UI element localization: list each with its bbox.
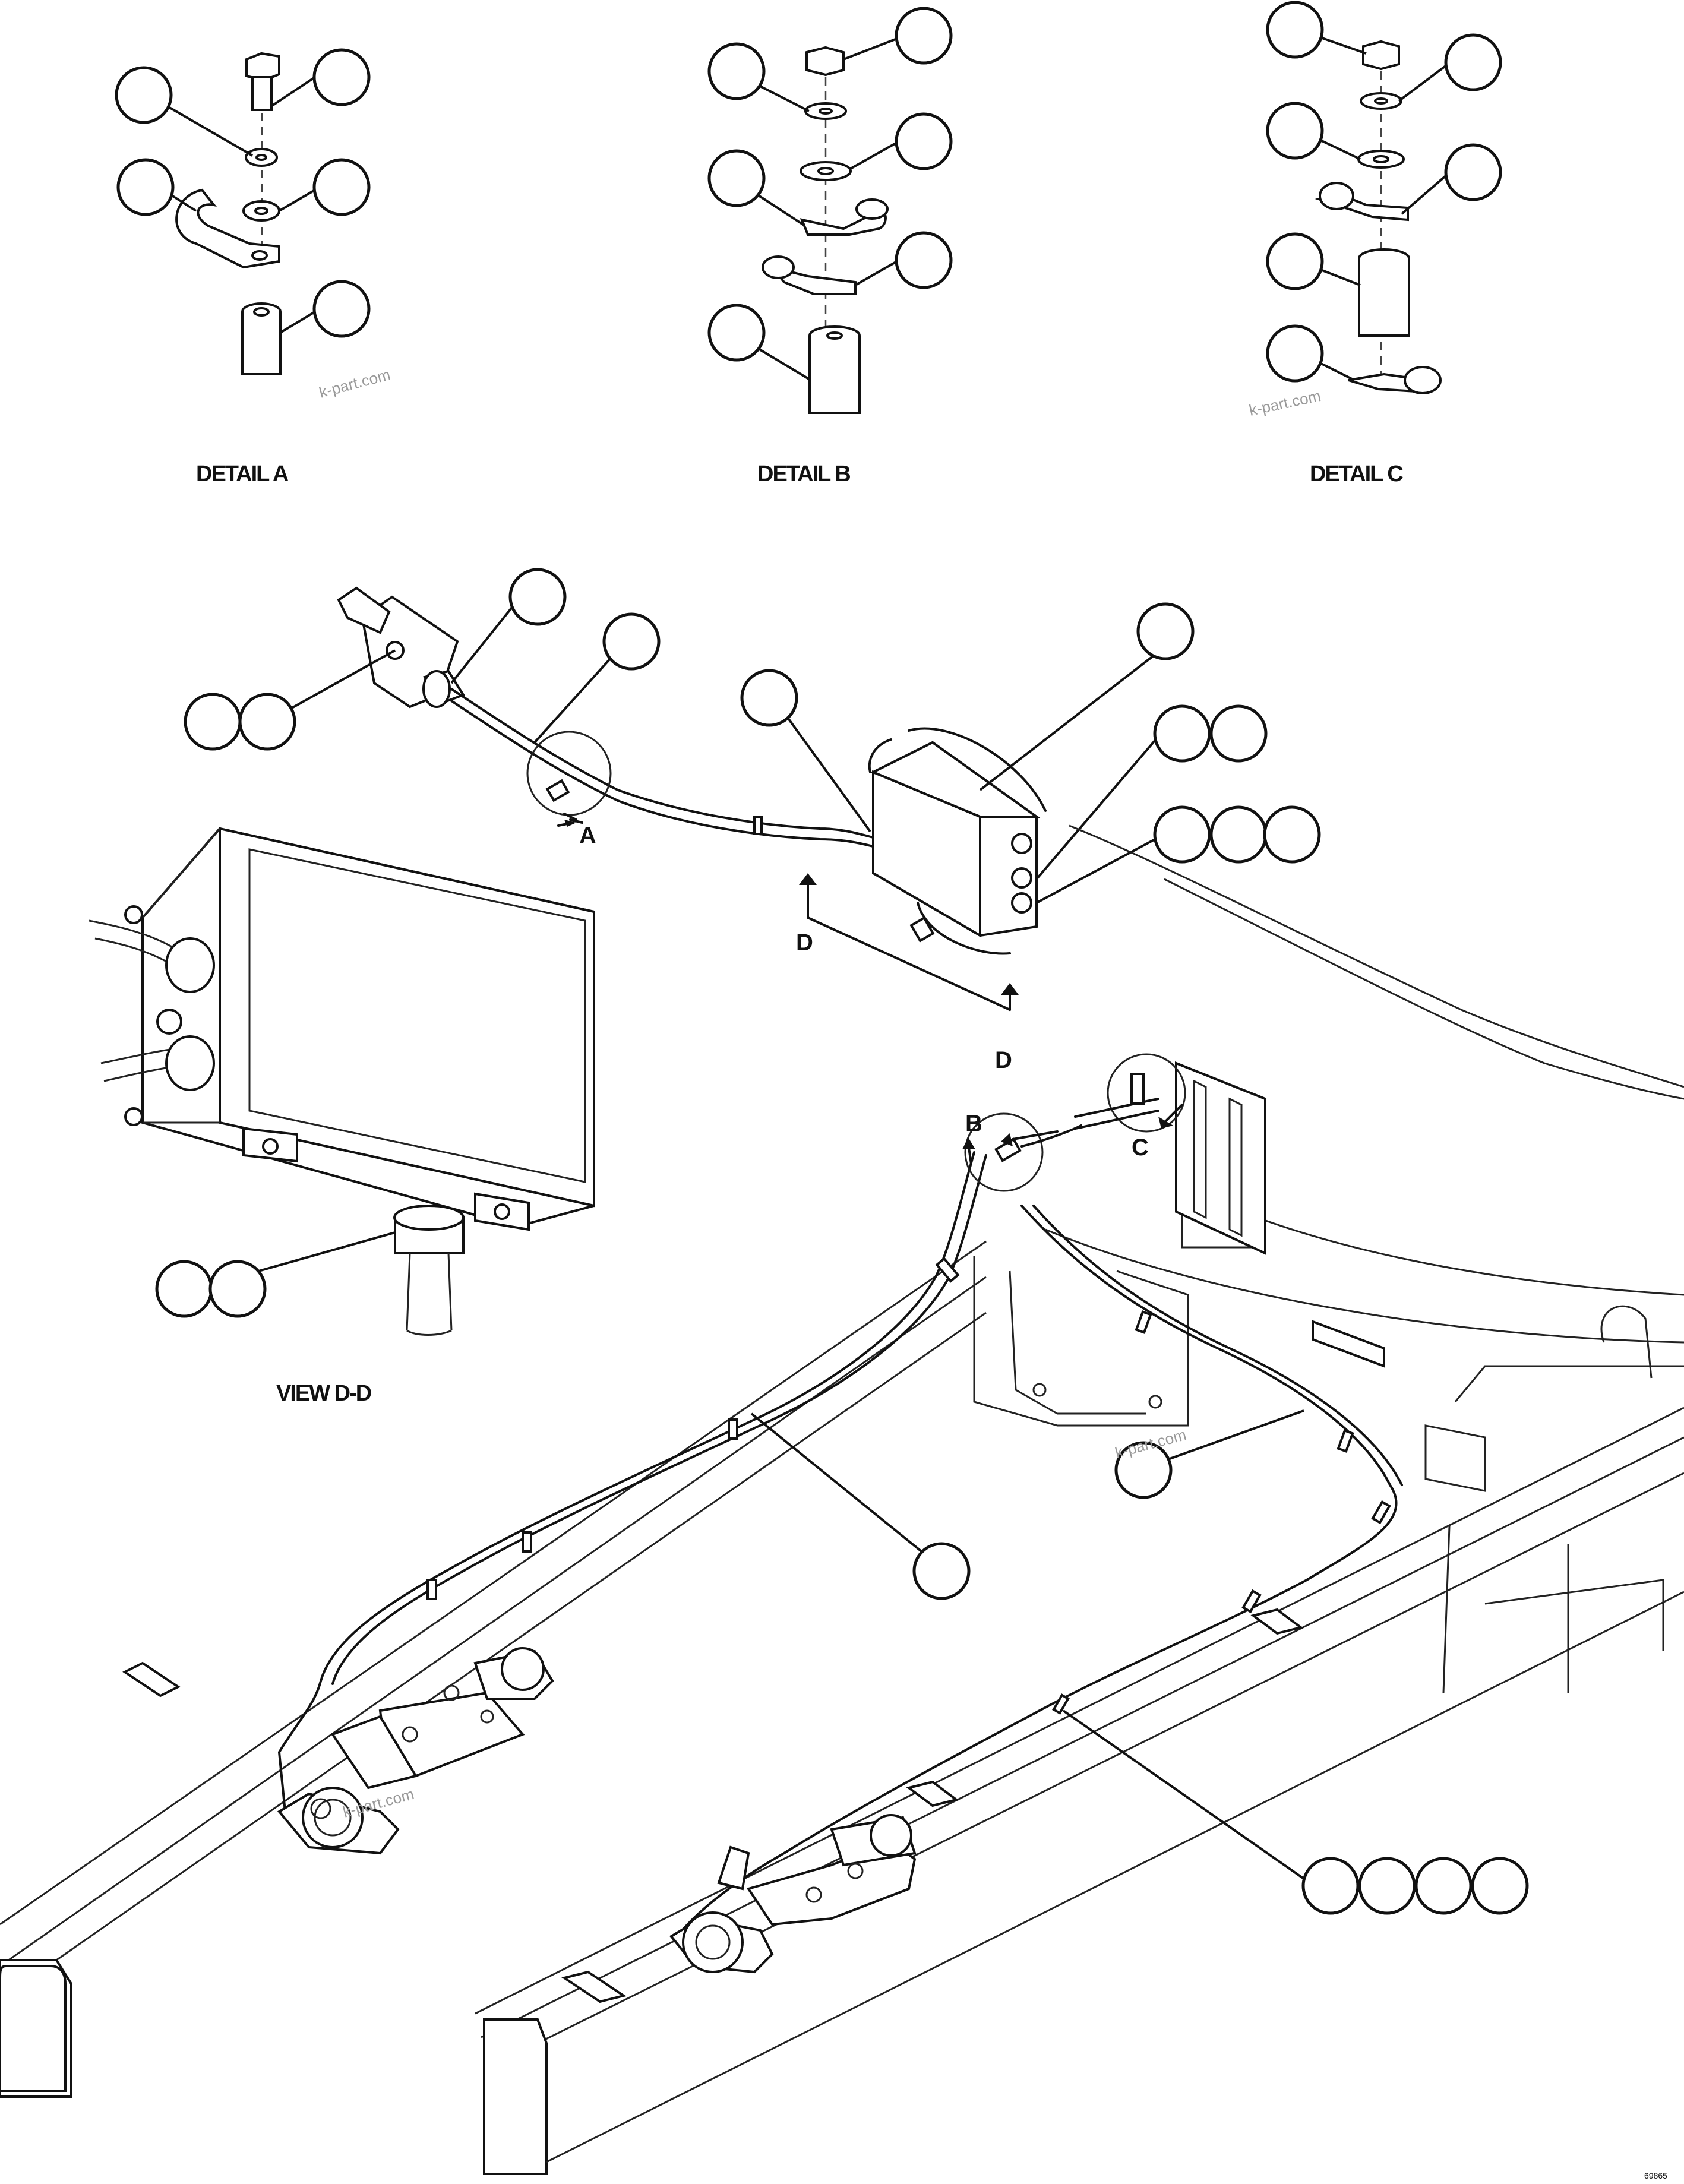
detail-b-label: DETAIL B [757, 462, 850, 486]
right-brake-actuator [669, 1814, 917, 1974]
detail-c-assembly [1266, 1, 1502, 394]
detail-c-label: DETAIL C [1310, 462, 1403, 486]
chassis-frame [0, 824, 1684, 2175]
connector-plug [184, 568, 567, 751]
view-dd-label: VIEW D-D [276, 1381, 371, 1406]
watermark-2: k-part.com [1247, 387, 1322, 419]
detail-b-assembly [707, 7, 953, 414]
section-line-d [799, 873, 1019, 1011]
callout-d-left: D [796, 930, 813, 956]
detail-a-label: DETAIL A [196, 462, 289, 486]
callout-d-right: D [995, 1047, 1012, 1073]
drawing-code: 69865 [1644, 2171, 1667, 2180]
wire-harness [450, 612, 874, 848]
watermark-1: k-part.com [317, 365, 392, 402]
callout-c: C [1132, 1134, 1149, 1161]
callout-b: B [965, 1111, 982, 1137]
left-brake-actuator [277, 1647, 554, 1855]
view-dd-junction-box [89, 827, 595, 1336]
brake-hoses [278, 1053, 1529, 1938]
main-junction-box [740, 602, 1321, 955]
callout-a: A [579, 823, 596, 849]
detail-a-assembly [115, 48, 371, 375]
